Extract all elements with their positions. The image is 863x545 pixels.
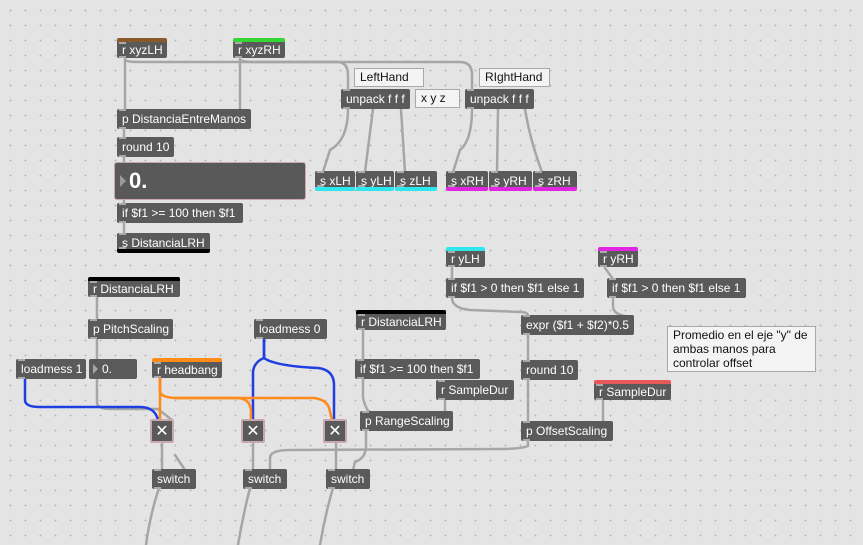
if-object-mid[interactable]: if $f1 >= 100 then $f1 [355,359,480,379]
receive-y-rh[interactable]: r yRH [598,247,638,267]
send-z-lh[interactable]: s zLH [395,171,437,191]
cord [351,427,368,472]
cord-blue [23,376,160,422]
receive-distancia-mid[interactable]: r DistanciaLRH [356,310,446,330]
send-x-lh[interactable]: s xLH [315,171,355,191]
if-object-y-rh[interactable]: if $f1 > 0 then $f1 else 1 [607,278,746,298]
comment-xyz: x y z [415,89,460,108]
cord [318,486,335,545]
send-z-rh[interactable]: s zRH [533,171,577,191]
cord [321,107,350,174]
loadmess-1[interactable]: loadmess 1 [16,359,86,379]
close-x-icon: ✕ [155,421,169,440]
receive-sampledur-right[interactable]: r SampleDur [594,380,671,400]
send-y-lh[interactable]: s yLH [356,171,394,191]
number-value: 0. [129,168,148,193]
cord-orange [158,376,334,422]
close-x-icon: ✕ [246,421,260,440]
number-triangle-icon [93,364,98,374]
round-object-top[interactable]: round 10 [117,137,174,157]
gate-toggle-1[interactable]: ✕ [150,419,174,443]
number-box-large[interactable]: 0. [114,162,306,200]
send-distancia[interactable]: s DistanciaLRH [117,233,210,253]
gate-toggle-3[interactable]: ✕ [323,419,347,443]
close-x-icon: ✕ [328,421,342,440]
loadmess-0[interactable]: loadmess 0 [254,319,327,339]
receive-xyz-lh[interactable]: r xyzLH [117,38,167,58]
cord [361,376,372,414]
cord [450,296,530,318]
cord [399,107,407,174]
receive-sampledur-mid[interactable]: r SampleDur [436,380,514,400]
cord [268,438,530,472]
if-object-top[interactable]: if $f1 >= 100 then $f1 [117,203,243,223]
switch-3[interactable]: switch [326,469,370,489]
expr-object[interactable]: expr ($f1 + $f2)*0.5 [521,315,634,335]
cord [123,57,350,92]
receive-distancia-left[interactable]: r DistanciaLRH [88,277,180,297]
number-value: 0. [102,362,113,376]
subpatch-offset-scaling[interactable]: p OffsetScaling [521,421,613,441]
comment-lefthand: LeftHand [354,68,424,87]
cord [95,376,174,422]
subpatch-range-scaling[interactable]: p RangeScaling [360,411,453,431]
cord-blue [251,336,266,422]
cord [236,486,252,545]
unpack-lh[interactable]: unpack f f f [341,89,410,109]
cord-blue [262,336,336,422]
cord [173,453,187,472]
cord [144,486,161,545]
comment-righthand: RIghtHand [479,68,550,87]
number-box-small[interactable]: 0. [89,359,137,379]
receive-headbang[interactable]: r headbang [152,358,222,378]
cord [495,107,500,174]
comment-promedio: Promedio en el eje "y" de ambas manos pa… [667,326,816,372]
switch-2[interactable]: switch [243,469,287,489]
send-y-rh[interactable]: s yRH [489,171,532,191]
receive-y-lh[interactable]: r yLH [446,247,485,267]
cord [523,107,544,174]
if-object-y-lh[interactable]: if $f1 > 0 then $f1 else 1 [446,278,584,298]
send-x-rh[interactable]: s xRH [446,171,488,191]
number-triangle-icon [120,175,126,187]
gate-toggle-2[interactable]: ✕ [241,419,265,443]
cord [451,107,474,174]
unpack-rh[interactable]: unpack f f f [465,89,534,109]
cord [363,107,375,174]
cord [611,296,627,318]
subpatch-pitch-scaling[interactable]: p PitchScaling [88,319,173,339]
round-object-right[interactable]: round 10 [521,360,578,380]
cord-orange [158,376,253,422]
subpatch-distancia-entre-manos[interactable]: p DistanciaEntreManos [117,109,251,129]
receive-xyz-rh[interactable]: r xyzRH [233,38,285,58]
switch-1[interactable]: switch [152,469,196,489]
